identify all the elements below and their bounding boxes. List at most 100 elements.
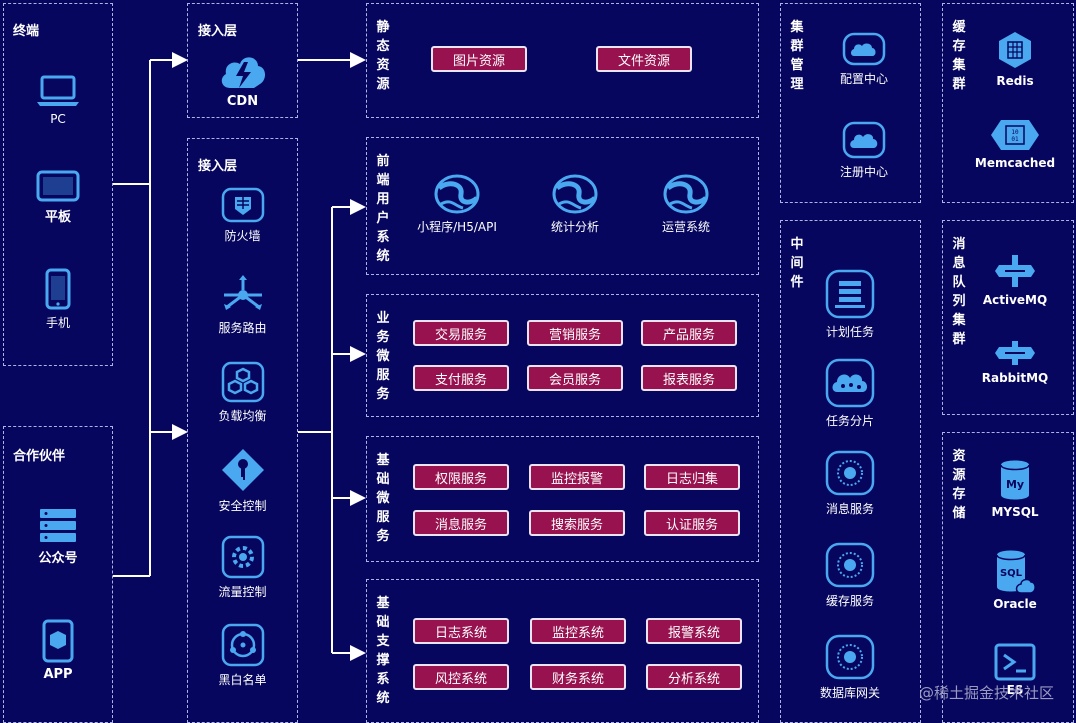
tablet-label: 平板 (44, 210, 71, 225)
burst-icon (825, 634, 875, 680)
flow-node: 流量控制 (188, 535, 297, 600)
storage-box: 资源存储 My MYSQL SQL Oracle ES (942, 432, 1074, 723)
image-resource-button[interactable]: 图片资源 (431, 46, 527, 72)
log-system-button[interactable]: 日志系统 (413, 618, 509, 644)
search-service-button[interactable]: 搜索服务 (529, 510, 625, 536)
member-service-button[interactable]: 会员服务 (527, 365, 623, 391)
svg-text:10: 10 (1011, 129, 1019, 136)
payment-service-button[interactable]: 支付服务 (413, 365, 509, 391)
ops-node: 运营系统 (636, 174, 736, 235)
rabbitmq-node: RabbitMQ (965, 339, 1065, 385)
sql-db-icon: SQL (996, 550, 1036, 594)
middleware-box: 中间件 计划任务 任务分片 消息服务 缓存服务 数据库网关 (780, 220, 921, 723)
globe-swirl-icon (434, 174, 480, 214)
miniapp-label: 小程序/H5/API (417, 220, 497, 234)
dbgw-node: 数据库网关 (795, 634, 905, 701)
firewall-label: 防火墙 (224, 229, 261, 243)
ops-label: 运营系统 (661, 220, 710, 234)
shard-node: 任务分片 (795, 358, 905, 429)
app-label: APP (43, 667, 73, 682)
file-resource-button[interactable]: 文件资源 (596, 46, 692, 72)
report-service-button[interactable]: 报表服务 (641, 365, 737, 391)
marketing-service-button[interactable]: 营销服务 (527, 320, 623, 346)
terminal-title: 终端 (13, 24, 40, 39)
dbgw-label: 数据库网关 (819, 686, 880, 700)
firewall-node: 防火墙 (188, 187, 297, 244)
server-icon (40, 509, 76, 542)
wechat-label: 公众号 (38, 551, 78, 566)
static-res-box: 静态资源 图片资源 文件资源 (366, 3, 759, 118)
oracle-node: SQL Oracle (965, 549, 1065, 611)
svg-text:My: My (1006, 478, 1024, 491)
activemq-icon (995, 255, 1035, 287)
cluster-mgmt-title: 集群管理 (790, 20, 804, 92)
security-node: 安全控制 (188, 447, 297, 514)
static-res-title: 静态资源 (376, 20, 390, 92)
monitor-alarm-button[interactable]: 监控报警 (529, 464, 625, 490)
key-diamond-icon (221, 449, 264, 491)
cdn-node: CDN (188, 48, 297, 109)
phone-icon (45, 268, 71, 310)
risk-system-button[interactable]: 风控系统 (413, 664, 509, 690)
mobile-app-icon (42, 619, 74, 663)
memcached-label: Memcached (974, 156, 1056, 170)
cdn-label: CDN (226, 94, 259, 109)
mysql-node: My MYSQL (965, 459, 1065, 519)
log-collect-button[interactable]: 日志归集 (644, 464, 740, 490)
mysql-db-icon: My (1000, 460, 1030, 500)
registry-node: 注册中心 (809, 121, 919, 180)
terminal-box: 终端 PC 平板 手机 (3, 3, 113, 366)
tablet-node: 平板 (4, 170, 112, 225)
partner-title: 合作伙伴 (13, 449, 66, 464)
oracle-label: Oracle (993, 597, 1037, 611)
trade-service-button[interactable]: 交易服务 (413, 320, 509, 346)
rabbitmq-icon (995, 341, 1035, 365)
redis-node: Redis (965, 30, 1065, 88)
firewall-icon (221, 187, 264, 223)
routing-node: 服务路由 (188, 273, 297, 336)
redis-icon (999, 32, 1031, 68)
plan-node: 计划任务 (795, 269, 905, 340)
analysis-system-button[interactable]: 分析系统 (646, 664, 742, 690)
access-layer-box: 接入层 防火墙 服务路由 负载均衡 安全控制 流量控制 黑白名单 (187, 138, 298, 723)
finance-system-button[interactable]: 财务系统 (530, 664, 626, 690)
routing-label: 服务路由 (218, 321, 267, 335)
product-service-button[interactable]: 产品服务 (641, 320, 737, 346)
security-label: 安全控制 (218, 499, 267, 513)
permission-service-button[interactable]: 权限服务 (413, 464, 509, 490)
msg-node: 消息服务 (795, 450, 905, 517)
cloud-bolt-icon (221, 57, 265, 88)
redis-label: Redis (996, 74, 1034, 88)
lb-node: 负载均衡 (188, 361, 297, 424)
burst-icon (825, 450, 875, 496)
cdn-layer-box: 接入层 CDN (187, 3, 298, 118)
alarm-system-button[interactable]: 报警系统 (646, 618, 742, 644)
es-node: ES (965, 643, 1065, 697)
cache-cluster-title: 缓存集群 (952, 20, 966, 92)
config-cloud-icon (842, 32, 886, 66)
tablet-icon (36, 170, 80, 202)
wechat-node: 公众号 (4, 507, 112, 566)
access-layer-title: 接入层 (198, 159, 238, 174)
laptop-icon (37, 75, 79, 106)
app-node: APP (4, 619, 112, 682)
auth-service-button[interactable]: 认证服务 (644, 510, 740, 536)
registry-cloud-icon (842, 121, 886, 159)
biz-ms-box: 业务微服务 交易服务 营销服务 产品服务 支付服务 会员服务 报表服务 (366, 294, 759, 417)
partner-box: 合作伙伴 公众号 APP (3, 426, 113, 723)
msg-label: 消息服务 (825, 502, 874, 516)
miniapp-node: 小程序/H5/API (407, 174, 507, 235)
cdn-layer-title: 接入层 (198, 24, 238, 39)
pc-node: PC (4, 74, 112, 126)
monitor-system-button[interactable]: 监控系统 (530, 618, 626, 644)
shard-cloud-icon (825, 358, 875, 408)
config-label: 配置中心 (839, 72, 888, 86)
stats-node: 统计分析 (525, 174, 625, 235)
rabbitmq-label: RabbitMQ (981, 371, 1049, 385)
message-service-button[interactable]: 消息服务 (413, 510, 509, 536)
mq-cluster-box: 消息队列集群 ActiveMQ RabbitMQ (942, 220, 1074, 415)
